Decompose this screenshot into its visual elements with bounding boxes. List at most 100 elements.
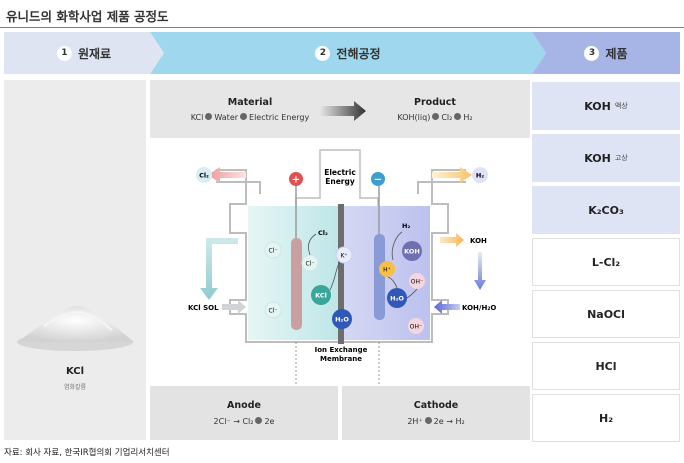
electrolysis-cell-diagram: + − Electric Energy Cl₂ H₂ KCl SOL KOH K…: [188, 149, 496, 384]
step-products: 3 제품: [532, 32, 680, 74]
cathode-equation: 2H⁺ 2e → H₂: [356, 417, 516, 426]
chevron-step-3: [532, 32, 680, 74]
step-number: 2: [315, 45, 331, 61]
cl-ion-bubble: [264, 241, 282, 259]
anode-eq-term: 2Cl⁻: [213, 417, 231, 426]
product-item: KOH(liq): [397, 113, 431, 122]
step-raw-material: 1 원재료: [4, 32, 164, 74]
kcl-sol-label: KCl SOL: [188, 304, 219, 312]
cathode-eq-term: H₂: [455, 417, 465, 426]
cl2-bubble: [196, 167, 212, 183]
product-note: 고상: [614, 154, 628, 162]
electric-label: Electric: [324, 168, 356, 177]
kcl-inflow-arrow: [200, 238, 238, 300]
anode-eq-term: Cl₂: [242, 417, 254, 426]
product-l-cl2: L-Cl₂: [532, 238, 680, 286]
cl2-outlet-arrow: [208, 167, 246, 183]
product-note: 액상: [614, 102, 628, 110]
cathode-eq-term: 2e: [433, 417, 444, 426]
product-h2: H₂: [532, 394, 680, 442]
step-label: 원재료: [77, 46, 112, 61]
step-electrolysis: 2 전해공정: [150, 32, 546, 74]
koh-h2o-inflow-arrow: [434, 300, 460, 314]
h2-inner-label: H₂: [402, 222, 410, 230]
k-ion-bubble: [335, 246, 353, 264]
anode-pipe: [216, 169, 261, 194]
plus-dot-icon: [205, 113, 213, 120]
cl-ion-bubble: [264, 301, 282, 319]
title-rule: [0, 27, 684, 28]
material-item: Water: [214, 113, 239, 122]
product-title: Product: [414, 97, 456, 108]
chevron-step-1: [4, 32, 164, 74]
step-number: 1: [56, 45, 72, 61]
product-k2co3: K₂CO₃: [532, 186, 680, 234]
plus-dot-icon: [240, 113, 248, 120]
cl2-out-label: Cl₂: [199, 172, 209, 180]
material-item: KCl: [190, 113, 204, 122]
product-name: H₂: [598, 411, 614, 425]
anode-eq-term: 2e: [264, 417, 275, 426]
reaction-arrow-icon: →: [233, 417, 240, 426]
product-hcl: HCl: [532, 342, 680, 390]
kcl-molecule: [311, 285, 331, 305]
cl-ion-label: Cl⁻: [268, 308, 277, 315]
product-name: HCl: [595, 359, 617, 373]
h2-outlet-arrow: [432, 167, 472, 183]
h2-out-label: H₂: [476, 172, 484, 180]
cathode-electrode: [374, 234, 385, 320]
energy-label: Energy: [325, 177, 355, 186]
k-ion-label: K⁺: [340, 253, 347, 260]
cathode-panel: Cathode 2H⁺2e → H₂: [342, 386, 530, 440]
anode-equation: 2Cl⁻ → Cl₂ 2e: [164, 417, 324, 426]
cathode-eq-term: 2H⁺: [407, 417, 423, 426]
chevron-step-2: [150, 32, 546, 74]
plus-dot-icon: [255, 417, 263, 424]
minus-terminal-icon: [371, 172, 385, 186]
product-item: Cl₂: [441, 113, 453, 122]
k-ion-path: [329, 261, 341, 291]
h2o-molecule: [332, 309, 352, 329]
reaction-arrow-icon: →: [446, 417, 453, 426]
product-name: KOH: [584, 151, 611, 165]
h2-bubble: [472, 167, 488, 183]
product-koh-solid: KOH 고상: [532, 134, 680, 182]
material-title: Material: [227, 97, 273, 108]
membrane-label-1: Ion Exchange: [315, 346, 368, 354]
koh-out-label: KOH: [470, 237, 487, 245]
ion-exchange-membrane: [338, 204, 344, 344]
right-arrow-icon: [320, 101, 366, 121]
powder-pile-image: [17, 305, 134, 351]
h-ion-bubble: [379, 261, 395, 277]
h2o-mid-label: H₂O: [335, 316, 349, 324]
cathode-pipe: [417, 169, 466, 194]
cl-ion-label: Cl⁻: [268, 248, 277, 255]
minus-terminal-label: −: [374, 175, 382, 186]
koh-down-arrow: [474, 252, 486, 290]
plus-dot-icon: [424, 417, 432, 424]
step-label: 전해공정: [336, 46, 381, 61]
product-name: NaOCl: [587, 307, 625, 321]
plus-terminal-icon: [289, 172, 303, 186]
step-number: 3: [584, 45, 600, 61]
kcl-molecule-label: KCl: [315, 292, 327, 300]
raw-material-panel: KCl 염화칼륨: [4, 80, 146, 440]
oh-ion-bubble: [409, 273, 425, 289]
page-title: 유니드의 화학사업 제품 공정도: [6, 9, 169, 24]
plus-dot-icon: [432, 113, 440, 120]
oh-ion-bubble: [408, 318, 424, 334]
cl2-rise-arrow: [308, 233, 317, 256]
step-chevrons: [4, 32, 680, 74]
koh-h2o-label: KOH/H₂O: [462, 304, 496, 312]
kcl-feed-arrow: [222, 300, 246, 314]
product-naocl: NaOCl: [532, 290, 680, 338]
raw-material-sublabel: 염화칼륨: [63, 384, 87, 391]
product-name: KOH: [584, 99, 611, 113]
h-ion-label: H⁺: [383, 267, 391, 274]
koh-molecule: [402, 241, 422, 261]
plus-dot-icon: [454, 113, 462, 120]
